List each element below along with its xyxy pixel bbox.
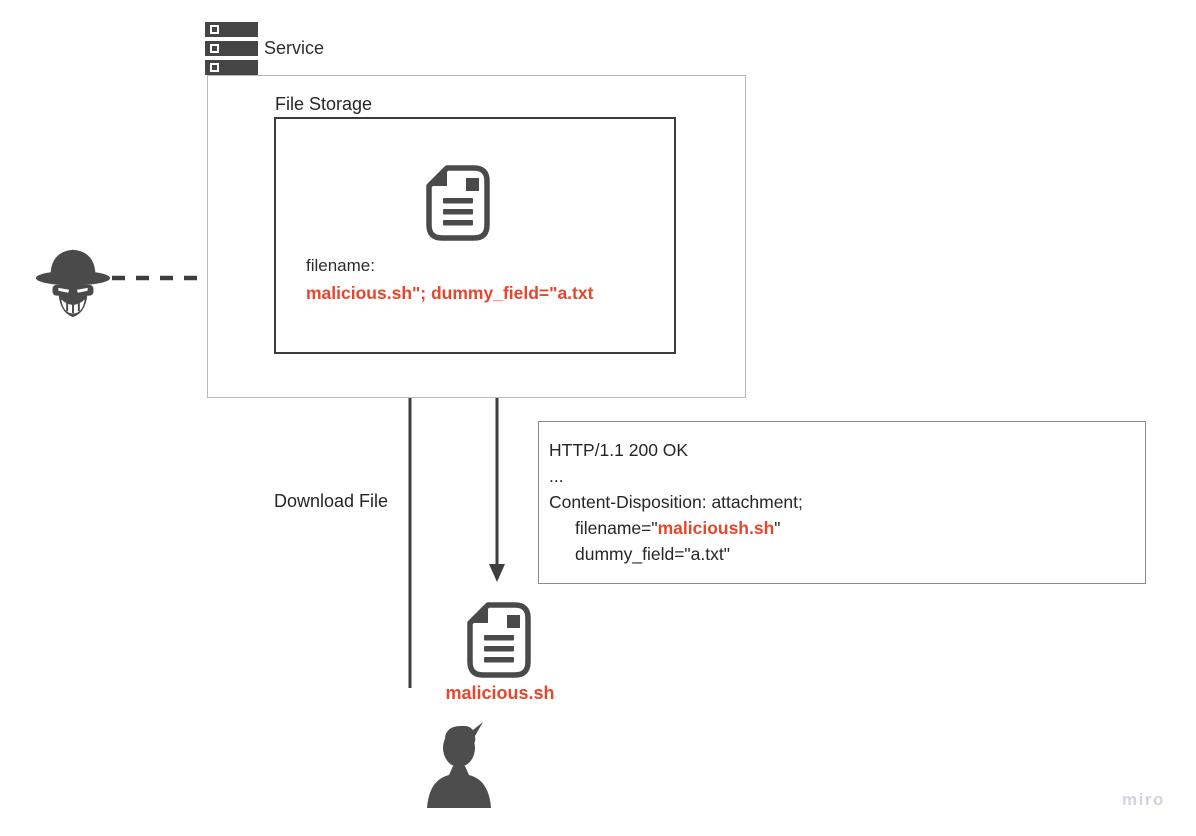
server-icon <box>205 22 258 75</box>
hacker-icon <box>34 242 112 320</box>
file-storage-label: File Storage <box>275 94 373 114</box>
http-filename-line: filename="malicioush.sh" <box>549 515 1145 541</box>
download-request-arrow <box>402 353 418 688</box>
http-filename-highlight: malicioush.sh <box>657 518 775 538</box>
download-file-label: Download File <box>274 491 389 511</box>
document-icon <box>426 164 490 247</box>
http-dummy-field-line: dummy_field="a.txt" <box>575 544 730 564</box>
stored-filename: filename: malicious.sh"; dummy_field="a.… <box>306 255 593 304</box>
http-content-disposition-line: Content-Disposition: attachment; <box>549 492 803 512</box>
service-label: Service <box>264 38 325 58</box>
downloaded-file-label: malicious.sh <box>445 683 555 703</box>
injected-filename-value: malicious.sh"; dummy_field="a.txt <box>306 283 594 303</box>
filename-label: filename: <box>306 256 375 275</box>
http-response-box: HTTP/1.1 200 OK ... Content-Disposition:… <box>538 421 1146 584</box>
http-filename-suffix: " <box>774 518 781 538</box>
miro-watermark: miro <box>1122 790 1165 809</box>
person-icon <box>423 720 495 810</box>
file-storage-box: File Storage filename: malicious.sh"; du… <box>207 75 746 398</box>
http-status-line: HTTP/1.1 200 OK <box>549 440 689 460</box>
downloaded-document-icon <box>467 601 531 679</box>
http-ellipsis-line: ... <box>549 466 564 486</box>
stored-file-box: filename: malicious.sh"; dummy_field="a.… <box>274 117 676 354</box>
http-filename-prefix: filename=" <box>575 518 658 538</box>
